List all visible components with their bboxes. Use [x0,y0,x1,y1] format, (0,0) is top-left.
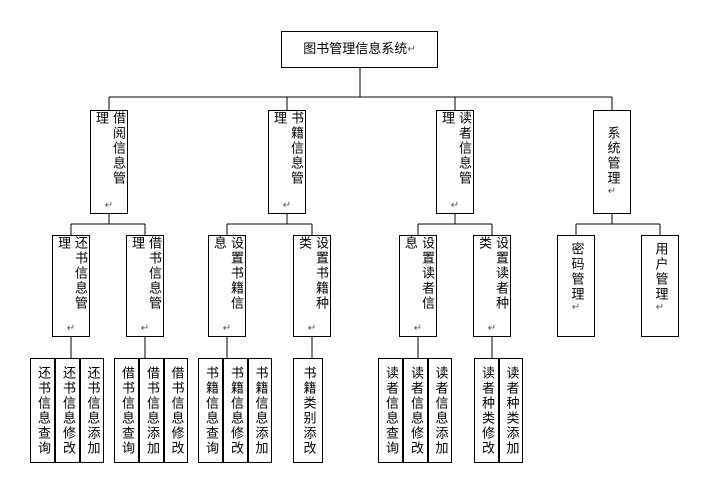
l1-node-readers: 读者信息管理↵ [436,110,474,214]
l3-node-book-edit: 书籍信息修改 [223,358,248,463]
l2-node-set-reader-info: 设置读者信息↵ [399,235,437,337]
l3-node-lend-edit: 借书信息修改 [164,358,188,463]
l2-node-lend: 借书信息管理↵ [126,235,164,337]
root-label: 图书管理信息系统 [303,42,408,57]
l2-node-return: 还书信息管理↵ [52,235,90,337]
root-node: 图书管理信息系统↵ [281,31,438,68]
l3-node-reader-type-add: 读者种类添加 [499,358,523,463]
l3-node-reader-type-edit: 读者种类修改 [474,358,499,463]
l3-node-book-type-edit: 书籍类别添改 [293,358,323,463]
l2-node-set-reader-type: 设置读者种类↵ [473,235,511,337]
l2-node-set-book-type: 设置书籍种类↵ [293,235,331,337]
l2-node-set-book-info: 设置书籍信息↵ [208,235,246,337]
l3-node-reader-add: 读者信息添加 [428,358,452,463]
l2-node-users: 用户管理↵ [641,235,679,337]
return-mark: ↵ [407,44,416,55]
l2-node-password: 密码管理↵ [557,235,595,337]
l3-node-lend-query: 借书信息查询 [114,358,139,463]
l3-node-book-query: 书籍信息查询 [198,358,223,463]
l3-node-return-edit: 还书信息修改 [55,358,80,463]
l3-node-lend-add: 借书信息添加 [139,358,164,463]
l3-node-reader-edit: 读者信息修改 [403,358,428,463]
l1-node-borrow: 借阅信息管理↵ [90,110,128,214]
l3-node-book-add: 书籍信息添加 [248,358,272,463]
l3-node-reader-query: 读者信息查询 [378,358,403,463]
l3-node-return-add: 还书信息添加 [80,358,104,463]
l1-node-system: 系统管理↵ [593,110,631,214]
l3-node-return-query: 还书信息查询 [30,358,55,463]
l1-node-books: 书籍信息管理↵ [268,110,306,214]
